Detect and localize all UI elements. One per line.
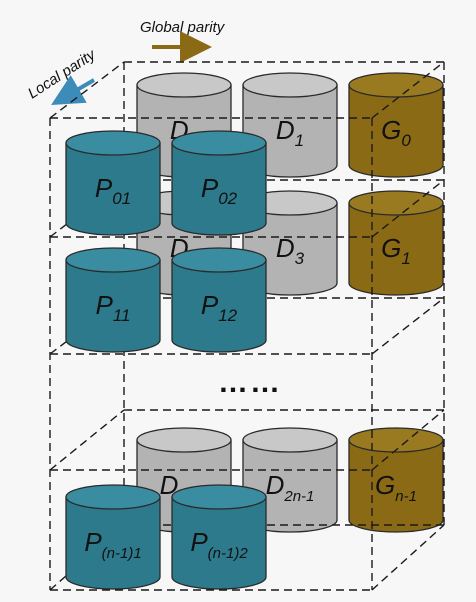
disk-body [348, 84, 444, 178]
disk-label-main: D [276, 115, 295, 145]
disk-label-sub: 01 [112, 189, 131, 208]
global-parity-disk-2: Gn-1 [348, 427, 444, 533]
disk-label: G0 [381, 115, 411, 150]
disk-label-sub: 1 [295, 131, 304, 150]
disk-top [242, 72, 338, 98]
disk-label-sub: 1 [401, 249, 410, 268]
disk-label-main: D [160, 470, 179, 500]
disk-label-sub: (n-1)1 [102, 545, 142, 562]
disk-label-main: D [276, 233, 295, 263]
disk-label-main: D [266, 470, 285, 500]
disk-label: G1 [381, 233, 411, 268]
disk-label-main: P [190, 527, 208, 557]
disk-body [171, 259, 267, 353]
disk-label-main: P [201, 173, 219, 203]
global-parity-label: Global parity [140, 19, 226, 36]
disk-top [348, 72, 444, 98]
disk-label: D1 [276, 115, 304, 150]
disk-top [348, 427, 444, 453]
disk-label-main: G [381, 115, 401, 145]
disk-top [171, 130, 267, 156]
disk-label: P12 [201, 290, 238, 325]
disk-label: P(n-1)2 [190, 527, 248, 562]
disk-label-main: G [375, 470, 395, 500]
disk-label-sub: 2n-1 [283, 488, 314, 505]
local-parity-disk-0-1: P02 [171, 130, 267, 236]
local-parity-disk-1-1: P12 [171, 247, 267, 353]
disk-label-sub: 02 [218, 189, 237, 208]
local-parity-arrow [51, 75, 96, 106]
disk-label: D2n-1 [266, 470, 315, 505]
disk-label-main: P [201, 290, 219, 320]
disk-label-sub: 3 [295, 249, 305, 268]
wireframe-edge [371, 409, 445, 471]
wireframe-edge [49, 61, 125, 119]
disk-top [136, 427, 232, 453]
wireframe-edge [371, 524, 445, 591]
disk-top [348, 190, 444, 216]
wireframe-edge [371, 297, 445, 355]
disk-body [171, 496, 267, 590]
local-parity-disk-2-0: P(n-1)1 [65, 484, 161, 590]
disk-label-sub: 11 [113, 306, 131, 325]
disk-label-main: G [381, 233, 401, 263]
disk-top [242, 427, 338, 453]
disk-body [65, 496, 161, 590]
disk-body [65, 259, 161, 353]
disk-label: P02 [201, 173, 238, 208]
disk-top [136, 72, 232, 98]
disk-label-sub: n-1 [395, 488, 417, 505]
disk-label: P11 [96, 290, 131, 325]
disk-label-sub: (n-1)2 [208, 545, 249, 562]
disk-label: P(n-1)1 [84, 527, 141, 562]
disk-top [65, 484, 161, 510]
disk-body [171, 142, 267, 236]
local-parity-label: Local parity [25, 46, 100, 103]
disk-label-sub: 0 [401, 131, 411, 150]
wireframe-edge [371, 61, 445, 119]
disk-top [65, 247, 161, 273]
global-parity-disk-1: G1 [348, 190, 444, 296]
disk-label: D3 [276, 233, 305, 268]
disk-body [65, 142, 161, 236]
disk-label-sub: 12 [218, 306, 237, 325]
disk-top [171, 484, 267, 510]
disk-label-main: P [96, 290, 114, 320]
local-parity-disk-2-1: P(n-1)2 [171, 484, 267, 590]
disk-label-main: P [84, 527, 102, 557]
disk-top [65, 130, 161, 156]
disk-label: P01 [95, 173, 131, 208]
disk-label: Gn-1 [375, 470, 417, 505]
local-parity-disk-0-0: P01 [65, 130, 161, 236]
local-parity-disk-1-0: P11 [65, 247, 161, 353]
ellipsis: …… [218, 366, 282, 399]
global-parity-disk-0: G0 [348, 72, 444, 178]
wireframe-edge [49, 409, 125, 471]
disk-body [348, 439, 444, 533]
disk-label-main: P [95, 173, 113, 203]
wireframe-edge [371, 179, 445, 238]
disk-top [171, 247, 267, 273]
